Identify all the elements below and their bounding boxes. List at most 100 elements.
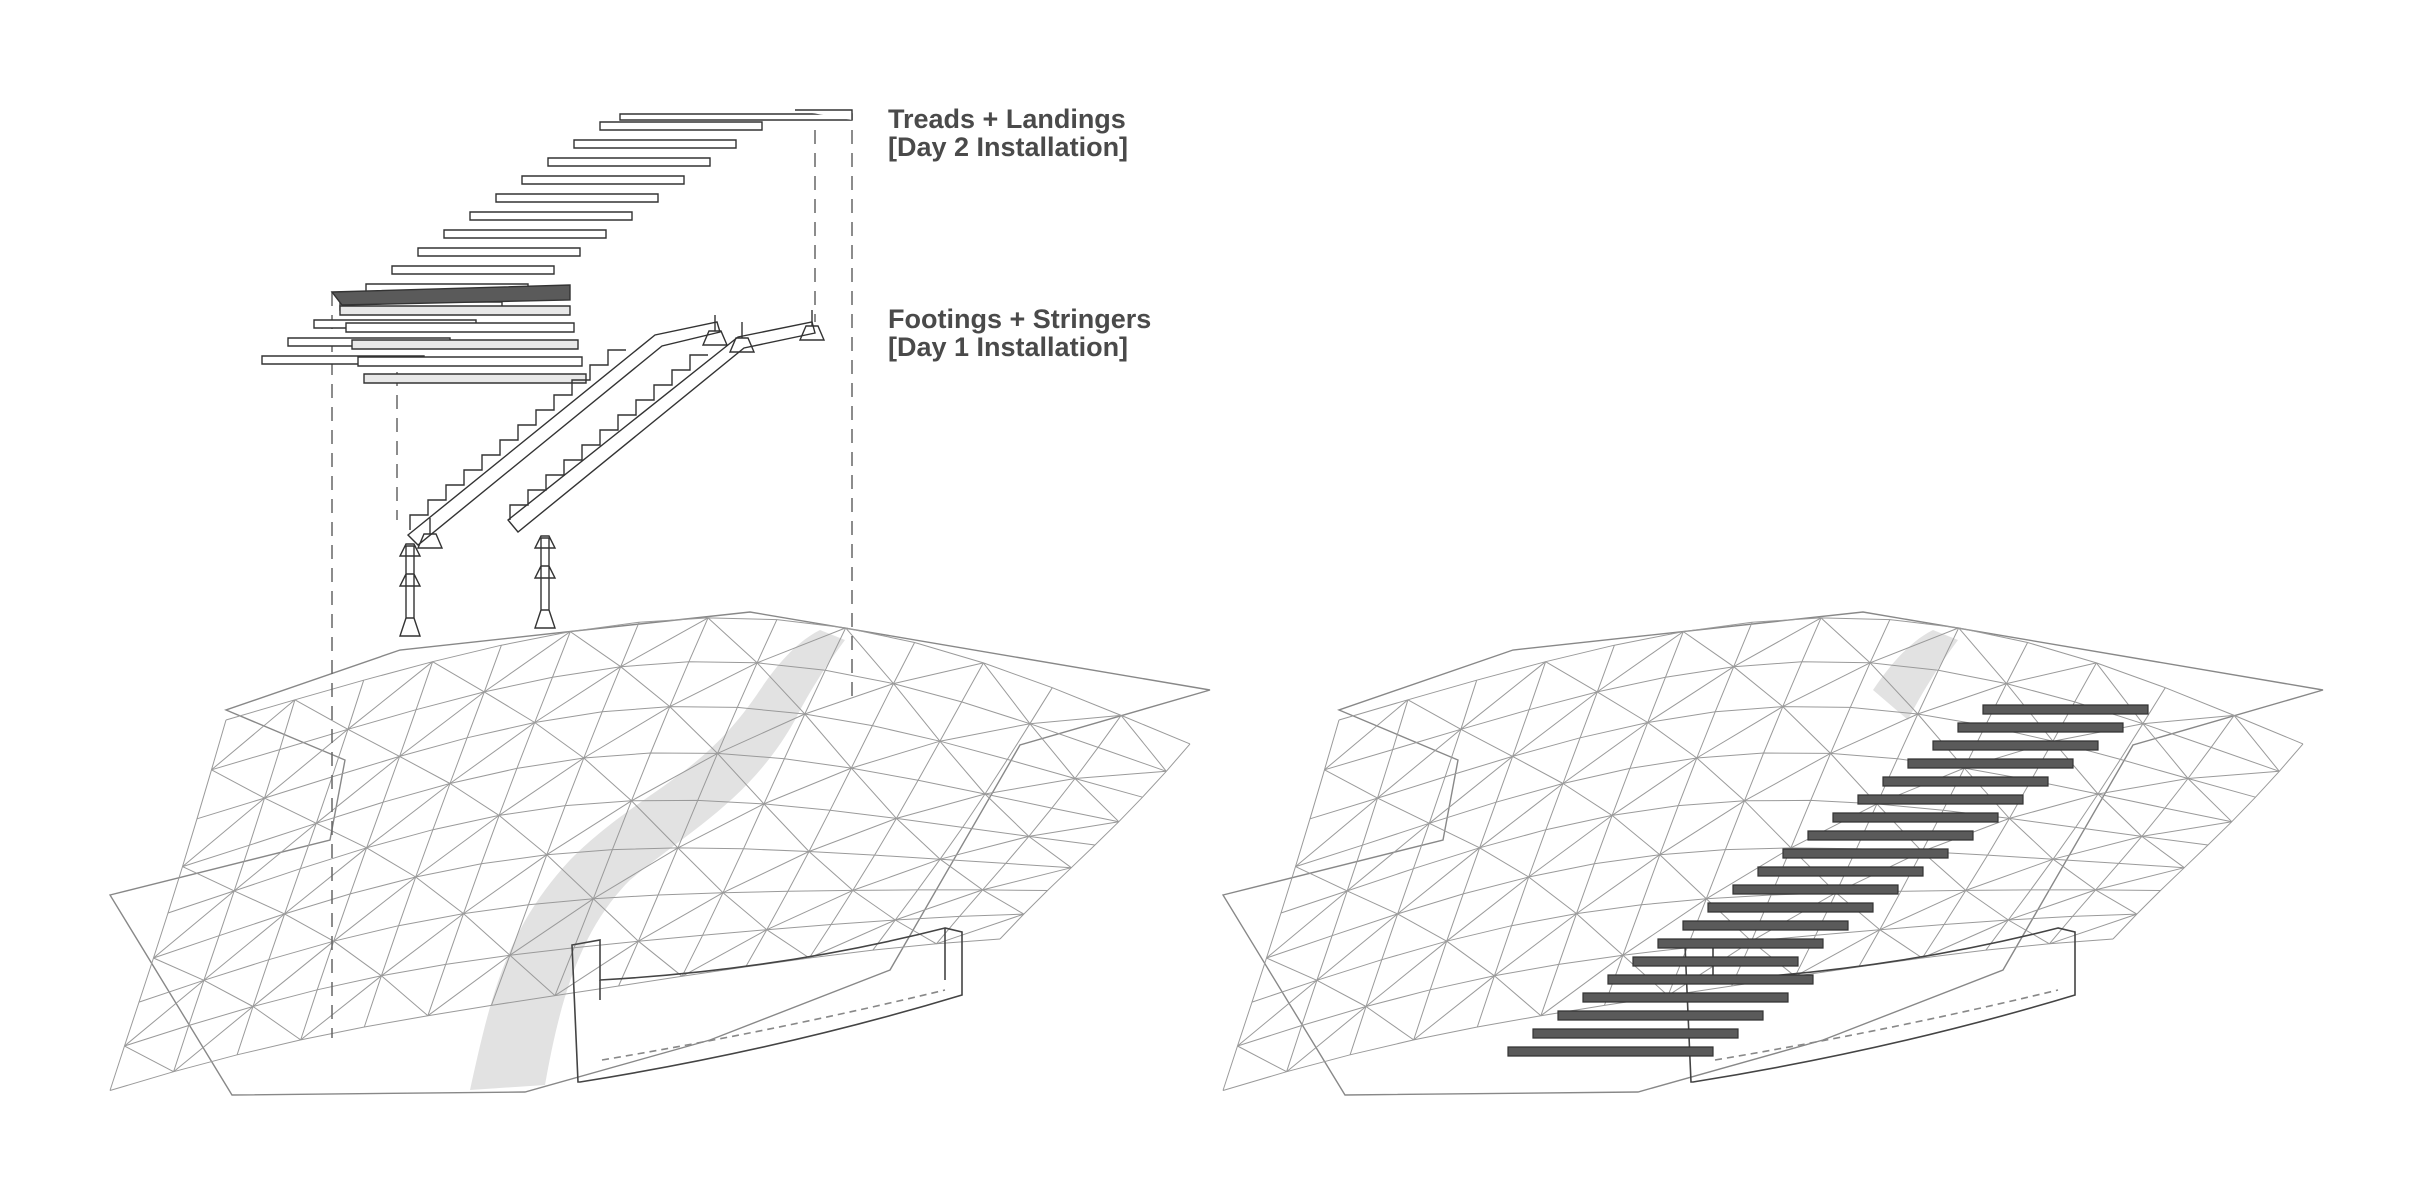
mesh-column-line (1222, 719, 1340, 1091)
mesh-diagonal (1963, 767, 2010, 819)
mesh-column-line (2112, 743, 2304, 940)
mesh-diagonal (756, 627, 846, 664)
assembled-tread (1857, 794, 2024, 805)
mesh-row-line (1338, 617, 2304, 745)
mesh-diagonal (766, 889, 854, 931)
mesh-diagonal (1407, 699, 1462, 730)
mesh-row-line (211, 661, 1167, 772)
mesh-diagonal (182, 797, 265, 867)
mesh-diagonal (509, 954, 556, 996)
mesh-diagonal (2006, 662, 2097, 685)
mesh-column-line (1603, 622, 1753, 1006)
assembled-tread (1957, 722, 2124, 733)
mesh-diagonal (2097, 778, 2189, 795)
mesh-diagonal (173, 1006, 254, 1073)
landing-tread (351, 339, 579, 350)
mesh-diagonal (984, 793, 1030, 837)
mesh-diagonal (2095, 867, 2185, 891)
mesh-diagonal (1286, 1006, 1367, 1073)
mesh-diagonal (808, 851, 854, 891)
footings-label-line2: [Day 1 Installation] (888, 332, 1129, 362)
treads-and-landings (261, 109, 853, 384)
mesh-diagonal (333, 940, 382, 977)
mesh-diagonal (366, 847, 416, 878)
mesh-diagonal (1965, 889, 2009, 921)
mesh-diagonal (1295, 866, 1348, 892)
mesh-column-line (109, 719, 227, 1091)
mesh-diagonal (1479, 783, 1564, 849)
mesh-diagonal (681, 929, 768, 977)
mesh-diagonal (1683, 631, 1734, 668)
mesh-column-line (173, 699, 296, 1072)
mesh-diagonal (2009, 793, 2099, 819)
mesh-diagonal (1830, 713, 1919, 754)
mesh-diagonal (2009, 818, 2054, 860)
mesh-diagonal (669, 662, 758, 708)
mesh-diagonal (2052, 835, 2142, 860)
mesh-diagonal (1512, 691, 1598, 757)
mesh-diagonal (850, 767, 897, 819)
mesh-diagonal (1528, 876, 1577, 914)
mesh-diagonal (2008, 889, 2096, 921)
mesh-diagonal (1494, 975, 1542, 1017)
mesh-diagonal (1667, 940, 1752, 997)
mesh-diagonal (1365, 1006, 1414, 1041)
mesh-column-line (1413, 661, 1547, 1041)
mesh-diagonal (233, 890, 285, 915)
mesh-diagonal (1562, 783, 1613, 816)
mesh-diagonal (534, 666, 621, 723)
mesh-diagonal (939, 858, 983, 891)
mesh-diagonal (1744, 800, 1792, 849)
mesh-diagonal (893, 662, 984, 685)
mesh-diagonal (315, 756, 400, 824)
tread (599, 121, 763, 131)
mesh-diagonal (1869, 662, 1919, 715)
treads-label-line2: [Day 2 Installation] (888, 132, 1129, 162)
mesh-diagonal (1029, 723, 1076, 779)
mesh-column-line (1349, 680, 1478, 1055)
assembled-tread (1907, 758, 2074, 769)
landing-tread (345, 322, 575, 333)
mesh-diagonal (1512, 755, 1564, 784)
mesh-column-line (618, 619, 778, 987)
mesh-diagonal (756, 662, 806, 715)
mesh-diagonal (893, 683, 941, 742)
tread (573, 139, 737, 149)
mesh-diagonal (211, 699, 296, 771)
mesh-diagonal (1733, 666, 1784, 707)
mesh-diagonal (1820, 617, 1871, 664)
mesh-diagonal (2187, 778, 2233, 823)
mesh-diagonal (415, 814, 500, 878)
mesh-diagonal (498, 757, 585, 816)
mesh-diagonal (936, 913, 1024, 945)
mesh-diagonal (1237, 979, 1318, 1047)
mesh-diagonal (1324, 699, 1409, 771)
terrain-outline-left (108, 611, 1211, 1096)
mesh-diagonal (554, 940, 639, 997)
mesh-diagonal (509, 898, 594, 956)
retaining-wall-right (1684, 927, 2076, 1083)
mesh-diagonal (1611, 815, 1661, 856)
mesh-diagonal (534, 722, 585, 759)
mesh-diagonal (1706, 847, 1792, 900)
mesh-column-line (745, 642, 916, 968)
mesh-diagonal (1266, 890, 1348, 959)
mesh-diagonal (593, 847, 679, 900)
mesh-diagonal (1696, 706, 1784, 759)
mesh-diagonal (583, 757, 632, 802)
mesh-diagonal (264, 797, 317, 824)
treads-label-line1: Treads + Landings (888, 104, 1126, 134)
landing-tread (363, 373, 587, 384)
terrain-mesh-left (109, 617, 1191, 1091)
assembled-tread (1607, 974, 1814, 985)
mesh-diagonal (583, 706, 671, 759)
mesh-diagonal (284, 847, 367, 915)
mesh-diagonal (1397, 847, 1480, 915)
mesh-diagonal (1647, 722, 1698, 759)
mesh-diagonal (1397, 913, 1447, 942)
mesh-diagonal (1377, 728, 1462, 799)
mesh-diagonal (809, 919, 896, 959)
mesh-diagonal (1446, 876, 1530, 942)
mesh-diagonal (982, 867, 1072, 891)
footing-pad (416, 533, 444, 549)
